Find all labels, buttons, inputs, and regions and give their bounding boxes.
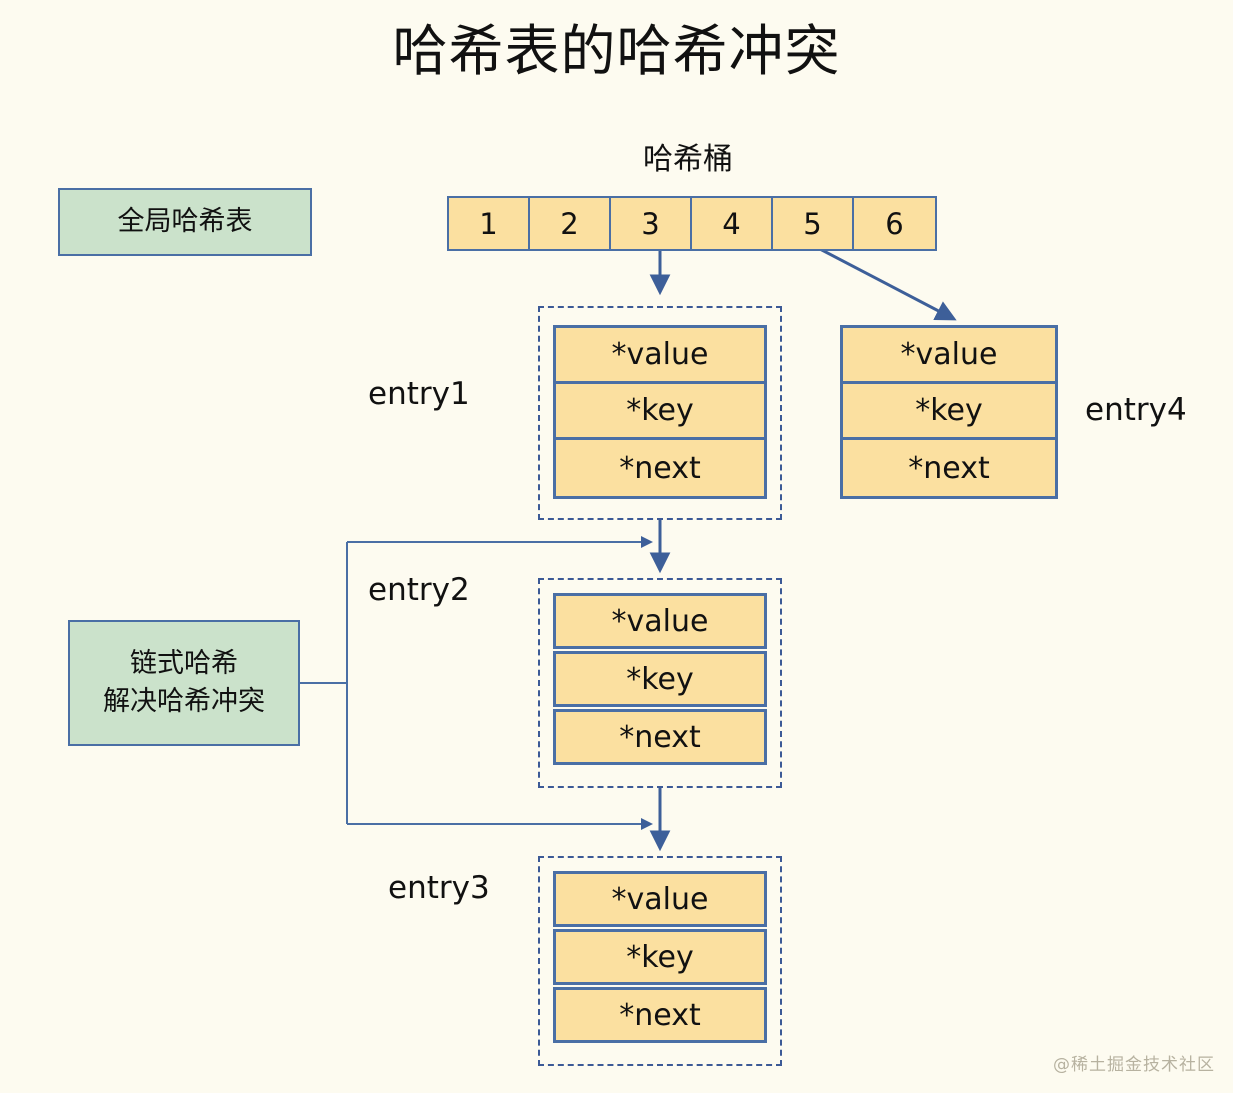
bucket-cell-6[interactable]: 6: [854, 198, 935, 249]
entry2-label: entry2: [368, 572, 470, 608]
bucket-cell-2[interactable]: 2: [530, 198, 611, 249]
entry4-struct: *value *key *next: [840, 325, 1058, 499]
entry1-field-key: *key: [556, 384, 764, 440]
entry2-field-next: *next: [553, 709, 767, 765]
entry2-struct: *value *key *next: [553, 593, 767, 765]
entry2-dashed-outline: [538, 578, 782, 788]
hash-bucket: 1 2 3 4 5 6: [447, 196, 937, 251]
entry1-label: entry1: [368, 376, 470, 412]
entry4-field-value: *value: [843, 328, 1055, 384]
bucket-cell-4[interactable]: 4: [692, 198, 773, 249]
bucket-cell-3[interactable]: 3: [611, 198, 692, 249]
note-global-hash-table: 全局哈希表: [58, 188, 312, 256]
entry3-field-value: *value: [553, 871, 767, 927]
entry3-label: entry3: [388, 870, 490, 906]
entry1-field-value: *value: [556, 328, 764, 384]
page-title: 哈希表的哈希冲突: [392, 19, 841, 83]
entry3-field-next: *next: [553, 987, 767, 1043]
bucket-cell-5[interactable]: 5: [773, 198, 854, 249]
edge-bucket5-to-entry4: [817, 246, 957, 321]
entry3-field-key: *key: [553, 929, 767, 985]
watermark: @稀土掘金技术社区: [1053, 1055, 1215, 1075]
entry2-field-key: *key: [553, 651, 767, 707]
bucket-cell-1[interactable]: 1: [449, 198, 530, 249]
note-chained-hashing: 链式哈希 解决哈希冲突: [68, 620, 300, 746]
entry3-struct: *value *key *next: [553, 871, 767, 1043]
hash-bucket-caption: 哈希桶: [643, 142, 733, 177]
entry4-field-next: *next: [843, 440, 1055, 496]
entry1-dashed-outline: [538, 306, 782, 520]
entry3-dashed-outline: [538, 856, 782, 1066]
entry1-struct: *value *key *next: [553, 325, 767, 499]
entry2-field-value: *value: [553, 593, 767, 649]
entry4-label: entry4: [1085, 392, 1187, 428]
entry4-field-key: *key: [843, 384, 1055, 440]
entry1-field-next: *next: [556, 440, 764, 496]
